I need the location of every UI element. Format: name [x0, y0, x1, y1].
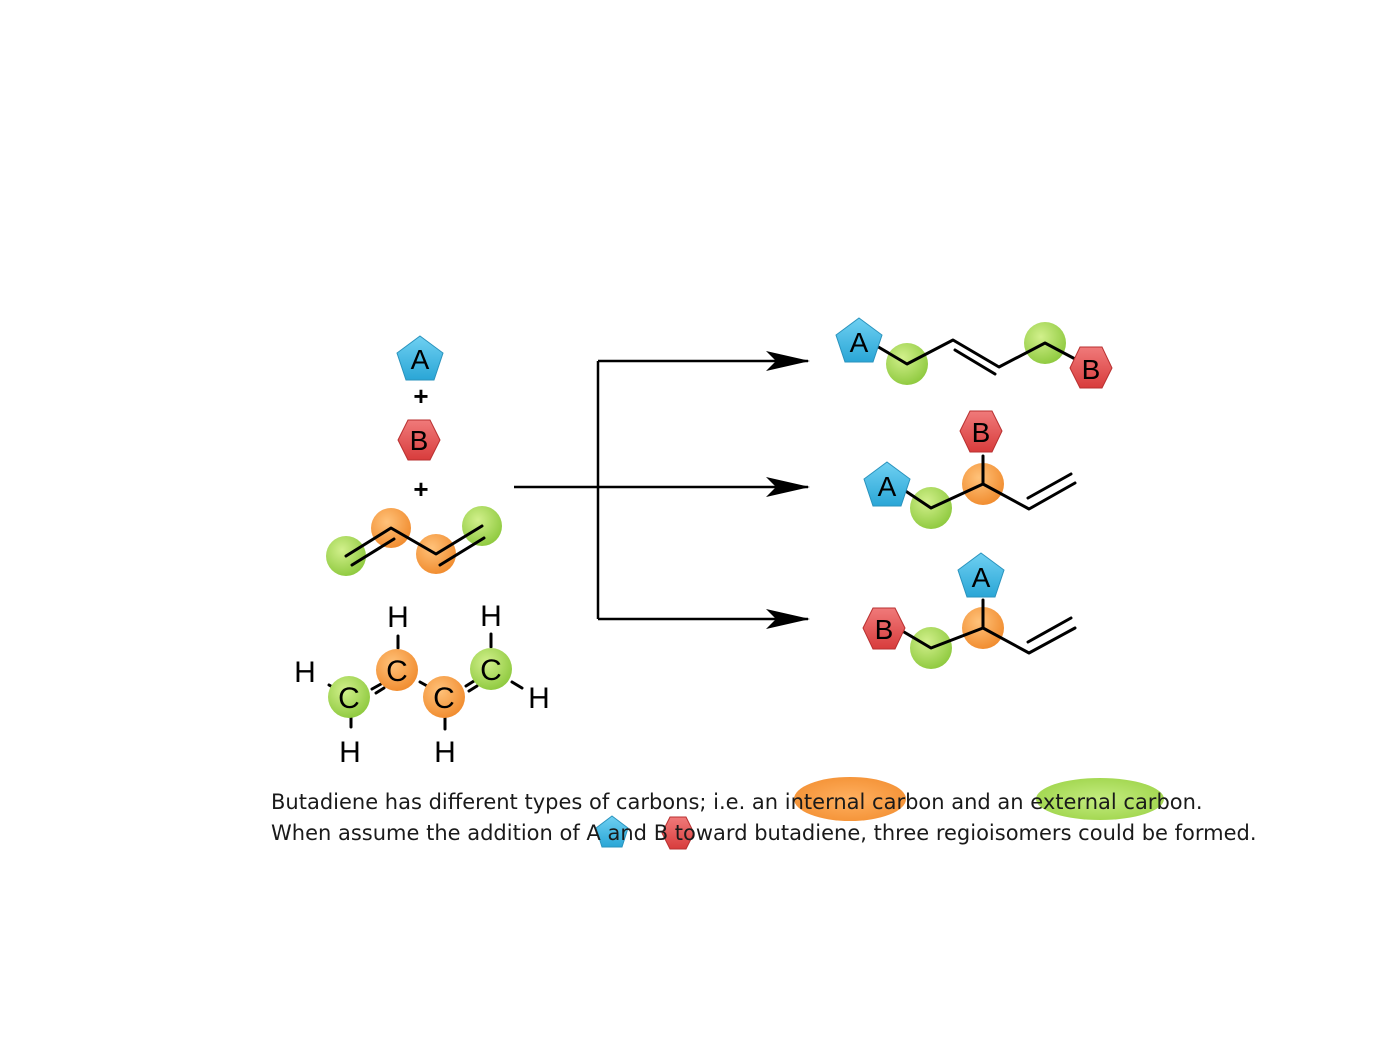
- caption-reagent-b: B: [653, 821, 669, 845]
- reagent-b-icon: [661, 816, 695, 850]
- reagent-b-icon: B: [959, 410, 1003, 453]
- svg-text:A: A: [972, 562, 991, 593]
- reagent-a-label: A: [411, 344, 430, 375]
- hydrogen-label: H: [528, 682, 550, 715]
- svg-text:A: A: [850, 327, 869, 358]
- external-carbon-highlight: [1036, 778, 1164, 820]
- carbon-label: C: [480, 654, 502, 687]
- reagent-a-icon: A: [396, 335, 444, 381]
- svg-text:A: A: [878, 471, 897, 502]
- caption-reagent-a: A: [586, 821, 601, 845]
- reagent-a-icon: [595, 815, 629, 848]
- svg-text:B: B: [875, 614, 894, 645]
- reagent-b-label: B: [410, 425, 429, 456]
- butadiene-skeletal: [326, 506, 502, 576]
- reagent-b-icon: B: [1069, 346, 1113, 389]
- reagent-a-icon: A: [835, 317, 883, 363]
- external-keyword: external: [1030, 790, 1117, 814]
- hydrogen-label: H: [480, 600, 502, 633]
- butadiene-atom-structure: C C C C H H H H H H: [294, 600, 550, 769]
- external-carbon-atom-1: [328, 676, 370, 718]
- internal-carbon-highlight: [794, 777, 906, 821]
- internal-carbon-atom-2: [423, 676, 465, 718]
- plus-sign-2: +: [413, 474, 428, 504]
- svg-text:B: B: [972, 417, 991, 448]
- hydrogen-label: H: [387, 601, 409, 634]
- svg-text:B: B: [1082, 354, 1101, 385]
- carbon-label: C: [433, 682, 455, 715]
- caption-line-2: When assume the addition of A and B towa…: [271, 821, 1257, 845]
- carbon-label: C: [338, 682, 360, 715]
- product-1-2-adduct-a-external: A B: [863, 410, 1077, 529]
- hydrogen-label: H: [294, 656, 316, 689]
- internal-carbon-atom-1: [376, 649, 418, 691]
- carbon-label: C: [386, 655, 408, 688]
- reagent-b-icon: B: [397, 419, 441, 461]
- reagent-a-icon: A: [957, 552, 1005, 598]
- external-carbon-atom-2: [470, 648, 512, 690]
- reagent-b-icon: B: [862, 607, 906, 650]
- hydrogen-label: H: [434, 736, 456, 769]
- caption-line-1: Butadiene has different types of carbons…: [271, 790, 1203, 814]
- reagent-a-icon: A: [863, 461, 911, 507]
- hydrogen-label: H: [339, 736, 361, 769]
- internal-keyword: internal: [784, 790, 866, 814]
- product-1-2-adduct-b-external: B A: [862, 552, 1077, 669]
- double-bond-2: [438, 536, 486, 567]
- butadiene-backbone: [344, 524, 484, 558]
- double-bond-1: [350, 537, 396, 567]
- plus-sign-1: +: [413, 381, 428, 411]
- product-1-4-adduct: A B: [835, 317, 1113, 389]
- reaction-arrows: [514, 351, 810, 629]
